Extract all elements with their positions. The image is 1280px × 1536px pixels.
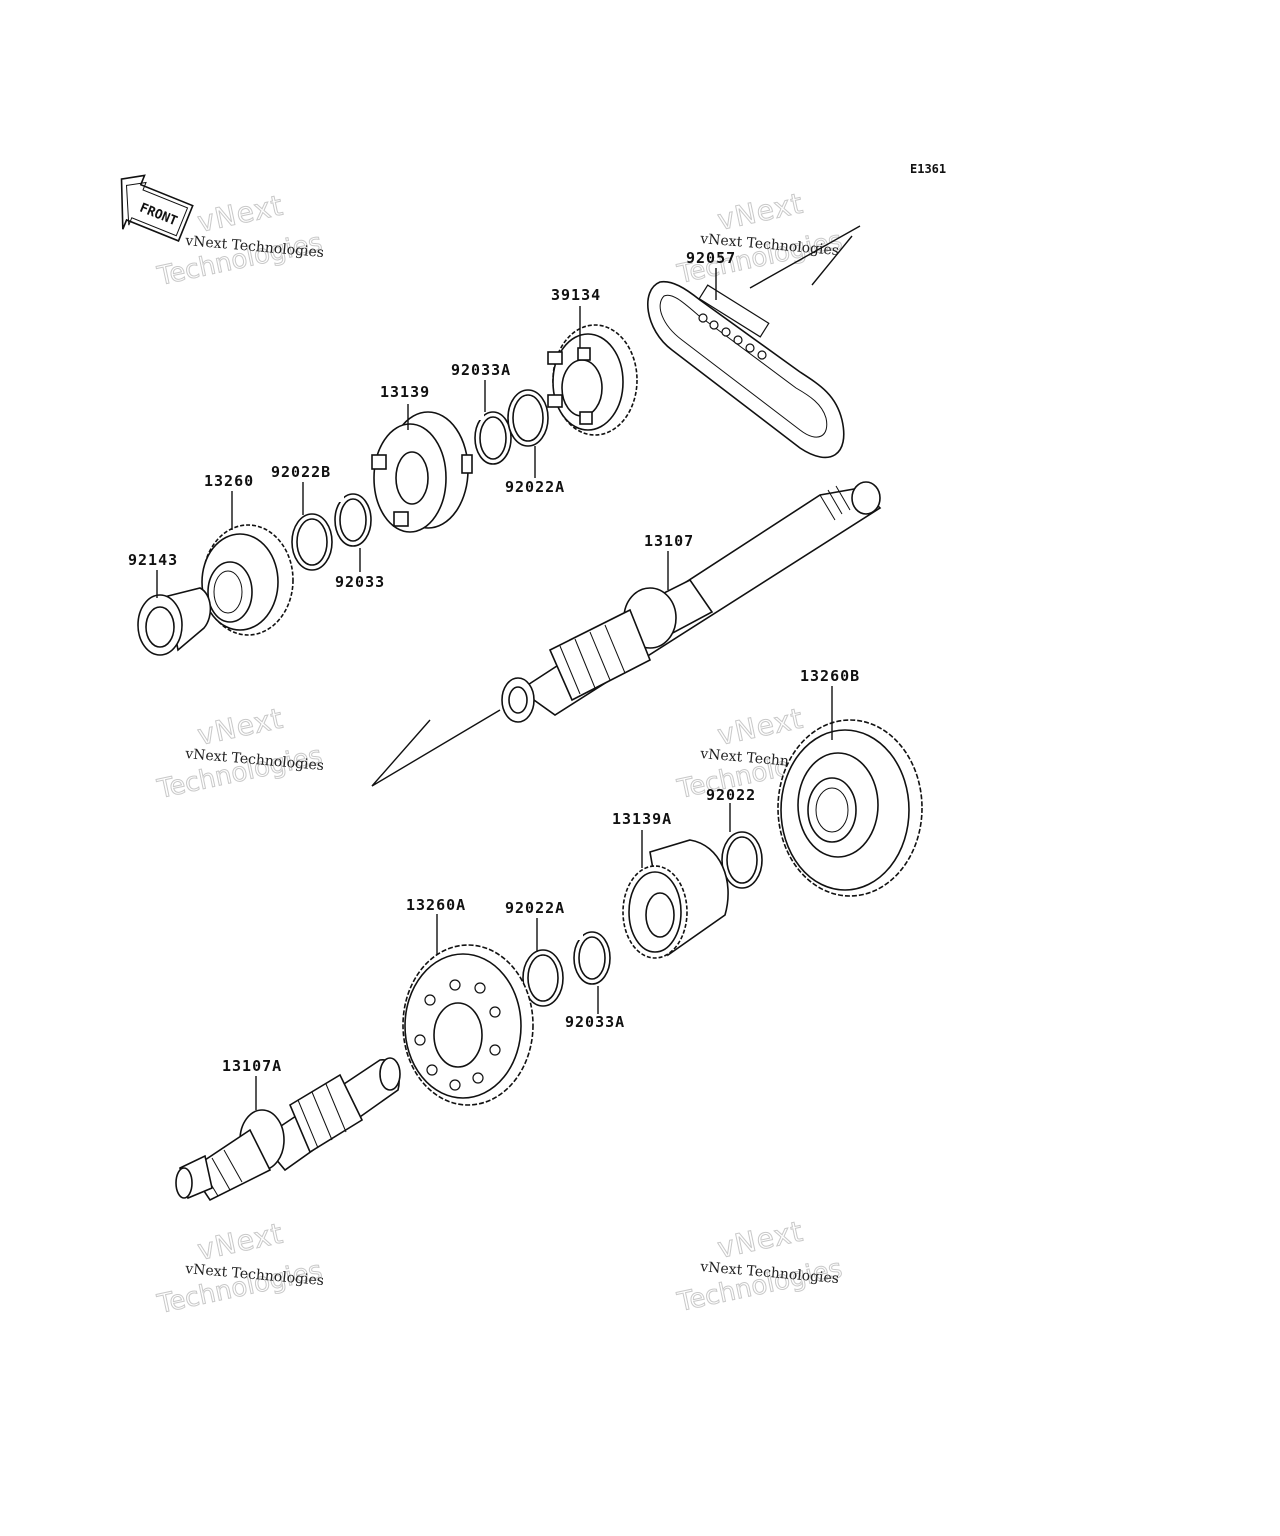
label-92022A-bottom[interactable]: 92022A [505,899,565,917]
shaft-13107A[interactable] [175,1057,401,1202]
watermark: vNext Technologies vNext Technologies [674,186,846,291]
washer-92022B[interactable] [291,513,333,571]
watermark: vNext Technologies vNext Technologies [154,1216,326,1321]
circlip-92033[interactable] [334,493,372,547]
gear-13260[interactable] [201,524,294,636]
leader-lines [156,268,833,1110]
collar-92143[interactable] [137,587,212,656]
washer-92022A-top[interactable] [507,389,549,447]
washer-92022[interactable] [721,831,763,889]
label-39134[interactable]: 39134 [551,286,601,304]
watermark-line2: vNext [715,702,807,752]
label-13107[interactable]: 13107 [644,532,694,550]
circlip-92033A-top[interactable] [474,411,512,465]
gear-13260A[interactable] [402,944,534,1106]
shaft-13107[interactable] [371,481,882,787]
label-13139A[interactable]: 13139A [612,810,672,828]
label-13260[interactable]: 13260 [204,472,254,490]
label-13107A[interactable]: 13107A [222,1057,282,1075]
dog-13139[interactable] [371,411,473,533]
gear-13260B[interactable] [777,719,923,897]
circlip-92033A-bottom[interactable] [573,931,611,985]
label-92143[interactable]: 92143 [128,551,178,569]
label-13260A[interactable]: 13260A [406,896,466,914]
label-92057[interactable]: 92057 [686,249,736,267]
label-92022[interactable]: 92022 [706,786,756,804]
label-92022B[interactable]: 92022B [271,463,331,481]
watermark-line2: vNext [195,702,287,752]
watermark: vNext Technologies vNext Technologies [674,1214,846,1319]
watermark-line2: vNext [195,189,287,239]
front-arrow-icon: FRONT [120,174,194,242]
label-92033A-bottom[interactable]: 92033A [565,1013,625,1031]
watermark-line2: vNext [195,1217,287,1267]
watermark-line2: vNext [715,1215,807,1265]
washer-92022A-bottom[interactable] [522,949,564,1007]
dog-13139A[interactable] [622,839,729,959]
watermark-line2: vNext [715,187,807,237]
label-13139[interactable]: 13139 [380,383,430,401]
diagram-code: E1361 [910,162,946,176]
watermark: vNext Technologies vNext Technologies [154,701,326,806]
label-92033A-top[interactable]: 92033A [451,361,511,379]
label-92022A-top[interactable]: 92022A [505,478,565,496]
label-13260B[interactable]: 13260B [800,667,860,685]
chain-92057[interactable] [647,225,861,459]
label-92033[interactable]: 92033 [335,573,385,591]
gear-39134[interactable] [547,324,638,436]
